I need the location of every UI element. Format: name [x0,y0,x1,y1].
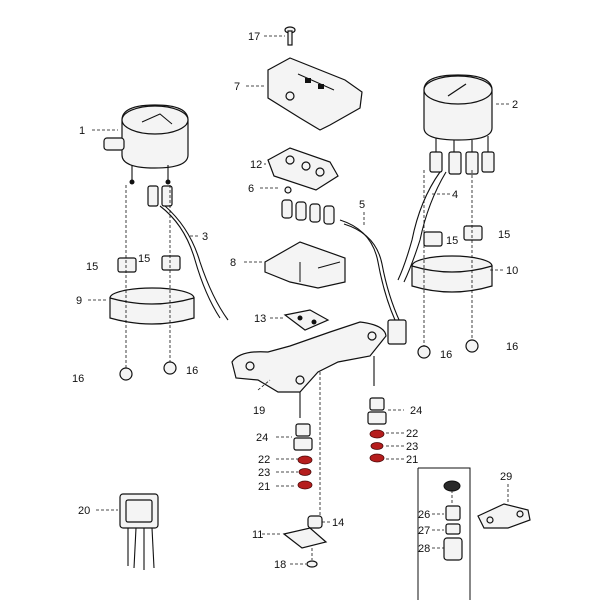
part-2-tachometer [423,74,495,175]
part-11-plate [282,527,328,560]
label-15a: 15 [86,261,98,273]
label-20: 20 [78,505,90,517]
label-18: 18 [274,559,286,571]
part-8-bracket [264,241,346,289]
label-10: 10 [506,265,518,277]
part-9-cup [109,287,195,325]
inset-box [417,467,471,600]
label-9: 9 [76,295,82,307]
label-12: 12 [250,159,262,171]
label-24a: 24 [256,432,268,444]
label-16c: 16 [440,349,452,361]
label-23b: 23 [406,441,418,453]
label-22b: 22 [406,428,418,440]
label-6: 6 [248,183,254,195]
stack-left [293,423,313,490]
part-6-bulbs [281,186,335,225]
part-16-nuts [119,170,479,381]
label-24b: 24 [410,405,422,417]
label-15b: 15 [138,253,150,265]
label-17: 17 [248,31,260,43]
part-labels: 1 2 3 4 5 6 7 8 9 10 11 12 13 14 15 15 1… [72,31,518,571]
label-11: 11 [252,529,263,541]
label-14: 14 [332,517,344,529]
label-13: 13 [254,313,266,325]
part-20-relay [119,493,159,570]
label-8: 8 [230,257,236,269]
label-7: 7 [234,81,240,93]
label-16d: 16 [506,341,518,353]
part-7-housing [267,57,363,131]
label-2: 2 [512,99,518,111]
label-19: 19 [253,405,265,417]
part-15-clips [117,225,483,273]
part-13-plate [283,309,330,331]
part-29-bracket [477,503,531,529]
label-15c: 15 [446,235,458,247]
label-1: 1 [79,125,85,137]
part-19-mount-bracket [231,321,387,520]
label-27: 27 [418,525,430,537]
part-1-speedometer [103,104,189,185]
label-16a: 16 [72,373,84,385]
label-21b: 21 [406,454,418,466]
part-4-wire [397,171,447,283]
label-26: 26 [418,509,430,521]
label-28: 28 [418,543,430,555]
label-4: 4 [452,189,458,201]
label-5: 5 [359,199,365,211]
part-3-wire [147,185,229,321]
label-3: 3 [202,231,208,243]
part-14-grommet [307,515,323,529]
part-17-screw [284,26,296,46]
part-12-socket-block [267,147,339,191]
stack-right [367,397,387,463]
leader-lines [88,35,510,565]
label-29: 29 [500,471,512,483]
label-16b: 16 [186,365,198,377]
part-5-wire [339,219,407,345]
part-18-bolt [306,560,318,568]
label-22a: 22 [258,454,270,466]
label-15d: 15 [498,229,510,241]
label-21a: 21 [258,481,270,493]
label-23a: 23 [258,467,270,479]
